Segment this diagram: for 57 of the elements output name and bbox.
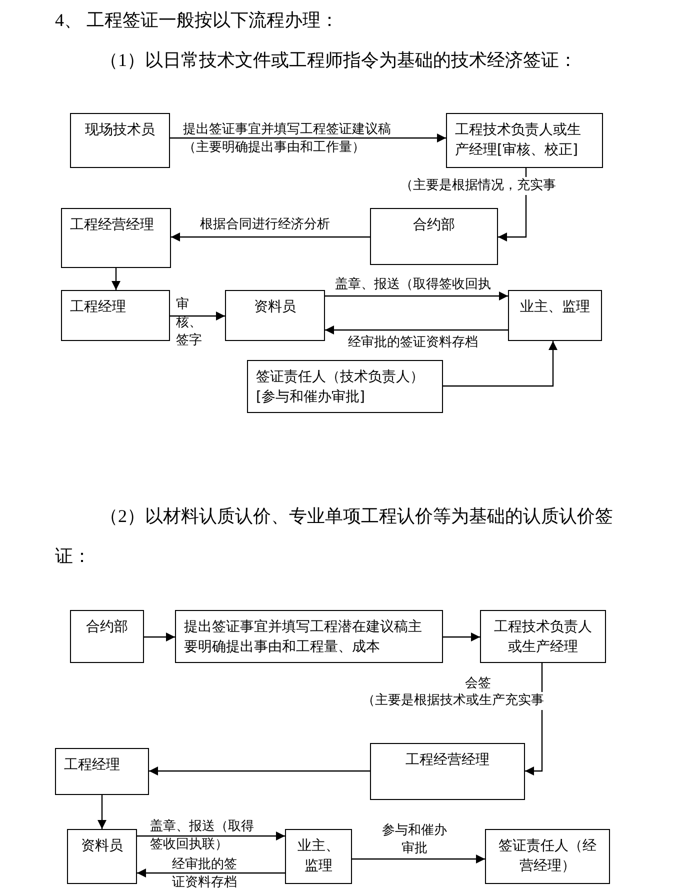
- arrow: [170, 312, 225, 320]
- edge-label: 根据合同进行经济分析: [200, 216, 330, 234]
- node-text: 工程经营经理: [404, 751, 490, 770]
- edge-label: 盖章、报送（取得签收回执联）: [150, 818, 254, 854]
- process-box: [55, 748, 149, 795]
- process-box: [70, 610, 144, 663]
- node-text: 资料员: [80, 837, 124, 856]
- arrow: [170, 134, 446, 142]
- arrow: [112, 268, 120, 290]
- node-text: 工程经理: [64, 756, 121, 775]
- process-box: [446, 113, 603, 168]
- arrow: [144, 632, 175, 642]
- node-text: 现场技术员: [84, 121, 156, 140]
- node-text: 合约部: [412, 216, 456, 235]
- node-text: 业主、监理: [519, 298, 591, 317]
- process-box: [175, 610, 443, 663]
- arrow: [98, 795, 106, 829]
- edge-label: 参与和催办审批: [382, 822, 447, 858]
- node-text: 工程技术负责人或生产经理: [493, 618, 593, 657]
- node-text: 资料员: [253, 298, 297, 317]
- edge-label: 提出签证事宜并填写工程签证建议稿（主要明确提出事由和工作量）: [183, 121, 391, 157]
- node-text: 合约部: [85, 618, 129, 637]
- arrow: [171, 232, 370, 242]
- process-box: [370, 208, 498, 265]
- node-text: 工程经理: [70, 298, 127, 317]
- arrow: [325, 292, 508, 300]
- process-box: [285, 829, 352, 884]
- process-box: [61, 290, 170, 341]
- arrow: [325, 326, 508, 334]
- heading: （1）以日常技术文件或工程师指令为基础的技术经济签证：: [100, 49, 578, 72]
- node-text: 业主、监理: [296, 837, 340, 876]
- heading: （2）以材料认质认价、专业单项工程认价等为基础的认质认价签证：: [55, 505, 614, 568]
- node-text: 签证责任人（经营经理）: [498, 837, 598, 876]
- node-text: 签证责任人（技术负责人）[参与和催办审批]: [256, 368, 425, 407]
- arrow: [149, 766, 370, 776]
- process-box: [480, 610, 606, 663]
- process-box: [508, 290, 602, 341]
- process-box: [67, 829, 137, 884]
- edge-label: 审核、签字: [176, 296, 202, 350]
- edge-label: 盖章、报送（取得签收回执: [335, 276, 491, 294]
- node-text: 工程经营经理: [70, 216, 155, 235]
- arrow: [352, 854, 485, 864]
- process-box: [225, 290, 325, 341]
- edge-label: 经审批的签证资料存档: [348, 334, 478, 352]
- process-box: [247, 360, 443, 413]
- process-box: [70, 113, 170, 168]
- node-text: 提出签证事宜并填写工程潜在建议稿主要明确提出事由和工程量、成本: [184, 618, 423, 657]
- node-text: 工程技术负责人或生产经理[审核、校正]: [455, 121, 582, 160]
- edge-label: 经审批的签证资料存档: [172, 856, 237, 892]
- arrow: [443, 341, 558, 387]
- heading: 4、 工程签证一般按以下流程办理：: [55, 9, 340, 32]
- process-box: [370, 743, 525, 800]
- arrow: [443, 632, 480, 642]
- process-box: [61, 208, 171, 268]
- process-box: [485, 829, 610, 884]
- arrow: [137, 868, 285, 878]
- arrow: [137, 832, 285, 840]
